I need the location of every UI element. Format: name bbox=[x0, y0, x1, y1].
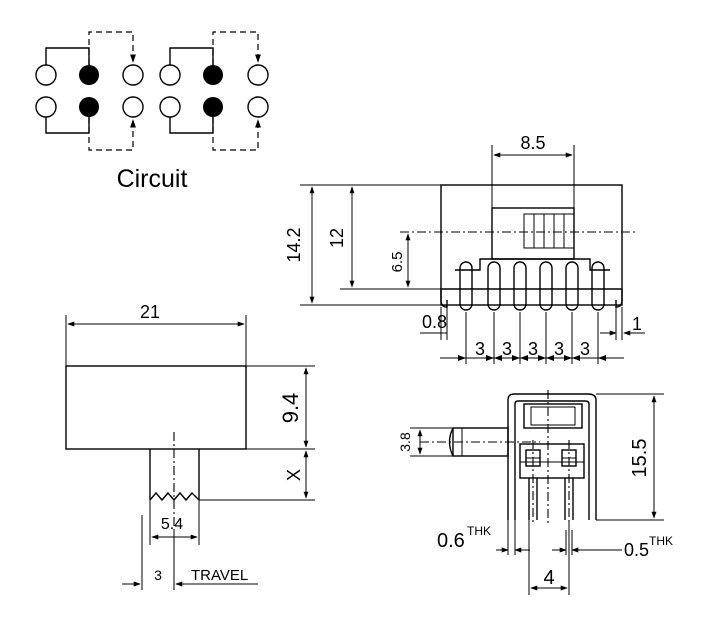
thk-label-left: THK bbox=[467, 524, 491, 538]
pin-open bbox=[159, 64, 181, 86]
pin-open bbox=[122, 64, 144, 86]
circuit-connections bbox=[45, 31, 261, 151]
pin-open bbox=[35, 64, 57, 86]
circuit-label: Circuit bbox=[117, 165, 188, 193]
pitch-label: 3 bbox=[528, 339, 538, 359]
side-view: 21 9.4 X 5.4 3 TRAVEL bbox=[65, 302, 315, 590]
dim-edge-left: 0.8 bbox=[422, 312, 447, 332]
pin-filled bbox=[203, 65, 223, 85]
pitch-label: 3 bbox=[502, 339, 512, 359]
travel-label: TRAVEL bbox=[191, 567, 248, 584]
thk-label-right: THK bbox=[649, 534, 673, 548]
dim-height: 15.5 bbox=[629, 439, 651, 478]
dim-height-body: 12 bbox=[327, 228, 347, 248]
dim-pin-thk-right: 0.5 bbox=[624, 540, 649, 560]
dim-body-height: 9.4 bbox=[278, 393, 303, 424]
dim-pin-thk-left: 0.6 bbox=[437, 530, 465, 552]
pin-open bbox=[122, 96, 144, 118]
dim-length: 21 bbox=[140, 302, 160, 322]
pin-filled bbox=[79, 97, 99, 117]
top-pins bbox=[459, 261, 605, 311]
dim-edge-right: 1 bbox=[632, 314, 642, 334]
dim-pin-spacing: 4 bbox=[543, 567, 554, 589]
dim-travel: 3 bbox=[154, 567, 162, 583]
dim-actuator-width: 5.4 bbox=[161, 516, 183, 533]
pitch-label: 3 bbox=[475, 339, 485, 359]
pin-open bbox=[159, 96, 181, 118]
pin-open bbox=[35, 96, 57, 118]
end-view: 3.8 15.5 4 0.6 THK 0.5 THK bbox=[397, 390, 673, 595]
dim-height-center: 6.5 bbox=[389, 252, 406, 273]
pin-open bbox=[247, 64, 269, 86]
pitch-label: 3 bbox=[580, 339, 590, 359]
top-view: 8.5 14.2 12 6.5 3 3 3 3 3 0.8 bbox=[284, 133, 645, 364]
circuit-pins bbox=[35, 64, 269, 118]
pitch-labels: 3 3 3 3 3 bbox=[475, 339, 590, 359]
dim-width: 8.5 bbox=[520, 133, 545, 153]
dim-height-total: 14.2 bbox=[284, 227, 304, 262]
pin-filled bbox=[203, 97, 223, 117]
pitch-label: 3 bbox=[554, 339, 564, 359]
dim-actuator-dia: 3.8 bbox=[397, 432, 413, 452]
pin-open bbox=[247, 96, 269, 118]
circuit-diagram: Circuit bbox=[35, 31, 269, 193]
dim-actuator: X bbox=[284, 469, 304, 481]
pin-filled bbox=[79, 65, 99, 85]
